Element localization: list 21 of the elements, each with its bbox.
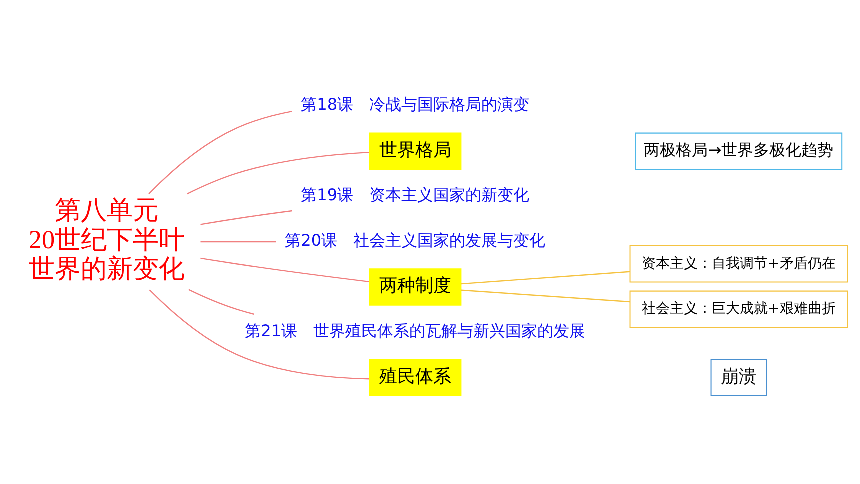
connector	[200, 258, 369, 283]
connector	[200, 210, 292, 226]
node-text: 第19课 资本主义国家的新变化	[300, 186, 530, 205]
connector	[188, 289, 254, 315]
node-box: 殖民体系	[368, 359, 462, 396]
node-text: 第18课 冷战与国际格局的演变	[300, 94, 530, 114]
node-box: 崩溃	[710, 359, 767, 396]
node-box: 世界格局	[368, 132, 462, 170]
connector	[200, 241, 276, 243]
node-box: 社会主义：巨大成就+艰难曲折	[629, 290, 848, 328]
node-text: 第21课 世界殖民体系的瓦解与新兴国家的发展	[244, 321, 586, 340]
connector	[186, 152, 369, 195]
node-text: 第八单元 20世纪下半叶 世界的新变化	[28, 196, 185, 284]
connector	[148, 290, 369, 380]
connector	[148, 110, 292, 194]
node-box: 两种制度	[368, 268, 462, 306]
connector	[460, 271, 630, 285]
node-box: 资本主义：自我调节+矛盾仍在	[629, 246, 848, 283]
node-text: 第20课 社会主义国家的发展与变化	[284, 230, 546, 250]
node-box: 两极格局→世界多极化趋势	[634, 132, 842, 170]
connector	[460, 290, 630, 303]
